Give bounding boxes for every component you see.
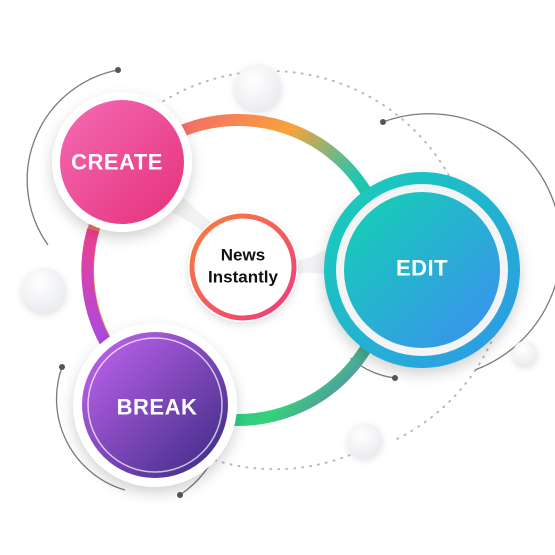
center-label-line2: Instantly bbox=[208, 268, 278, 287]
break-node[interactable]: BREAK bbox=[73, 323, 237, 487]
edit-node[interactable]: EDIT bbox=[324, 172, 520, 368]
center-label-line1: News bbox=[221, 246, 265, 265]
create-label: CREATE bbox=[71, 150, 163, 175]
break-label: BREAK bbox=[117, 395, 198, 420]
edit-label: EDIT bbox=[396, 256, 448, 281]
decorative-bubbles bbox=[22, 64, 537, 457]
decorative-dotted-arcs bbox=[149, 70, 501, 471]
create-node[interactable]: CREATE bbox=[52, 92, 192, 232]
center-node[interactable]: News Instantly bbox=[188, 212, 298, 322]
